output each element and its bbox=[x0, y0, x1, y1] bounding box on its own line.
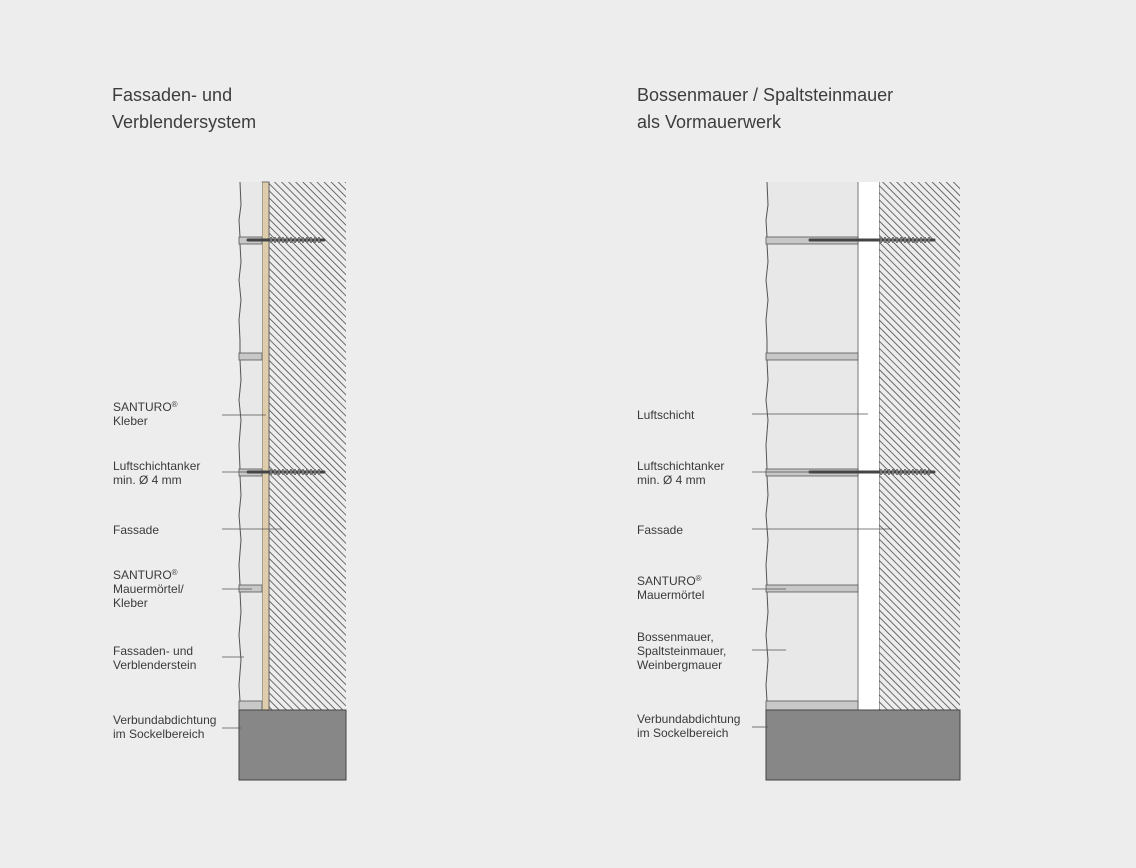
left-masonry-wall bbox=[269, 182, 346, 710]
left-label-moertel-line-3: Kleber bbox=[113, 596, 148, 610]
right-stone-column bbox=[766, 182, 858, 710]
left-base-sockel bbox=[238, 709, 347, 781]
right-mortar-joint bbox=[765, 584, 859, 593]
left-label-anker-line-2: min. Ø 4 mm bbox=[113, 473, 182, 487]
right-label-moertel-line-2: Mauermörtel bbox=[637, 588, 705, 602]
right-wall-section bbox=[752, 181, 961, 781]
right-label-moertel-line-1: SANTURO bbox=[637, 574, 696, 588]
left-label-abdichtung: Verbundabdichtung im Sockelbereich bbox=[113, 713, 216, 741]
right-mortar-joint bbox=[765, 352, 859, 361]
right-label-bossenmauer-line-2: Spaltsteinmauer, bbox=[637, 644, 727, 658]
right-label-anker: Luftschichtanker min. Ø 4 mm bbox=[637, 459, 724, 487]
right-title-line-2: als Vormauerwerk bbox=[637, 112, 782, 132]
left-label-anker: Luftschichtanker min. Ø 4 mm bbox=[113, 459, 200, 487]
registered-mark: ® bbox=[171, 400, 178, 409]
left-adhesive-layer bbox=[261, 181, 270, 711]
right-label-luftschicht: Luftschicht bbox=[637, 408, 694, 422]
right-label-anker-line-2: min. Ø 4 mm bbox=[637, 473, 706, 487]
right-label-fassade-line-1: Fassade bbox=[637, 523, 684, 537]
left-label-abdichtung-line-1: Verbundabdichtung bbox=[113, 713, 217, 727]
right-label-fassade: Fassade bbox=[637, 523, 683, 537]
left-label-kleber-line-2: Kleber bbox=[113, 414, 148, 428]
left-label-kleber-line-1: SANTURO bbox=[113, 400, 172, 414]
left-label-fassade-line-1: Fassade bbox=[113, 523, 160, 537]
left-label-moertel: SANTURO® Mauermörtel/ Kleber bbox=[113, 568, 184, 610]
right-label-abdichtung: Verbundabdichtung im Sockelbereich bbox=[637, 712, 740, 740]
left-label-verblenderstein-line-2: Verblenderstein bbox=[113, 658, 197, 672]
left-label-verblenderstein-line-1: Fassaden- und bbox=[113, 644, 194, 658]
left-label-anker-line-1: Luftschichtanker bbox=[113, 459, 201, 473]
right-mortar-joint bbox=[765, 700, 859, 711]
left-wall-section bbox=[222, 181, 347, 781]
right-air-gap bbox=[858, 182, 879, 710]
left-diagram-title: Fassaden- und Verblendersystem bbox=[112, 82, 256, 136]
left-label-kleber: SANTURO® Kleber bbox=[113, 400, 178, 428]
left-title-line-1: Fassaden- und bbox=[112, 85, 233, 105]
right-label-moertel: SANTURO® Mauermörtel bbox=[637, 574, 704, 602]
right-label-abdichtung-line-1: Verbundabdichtung bbox=[637, 712, 741, 726]
left-label-moertel-line-1: SANTURO bbox=[113, 568, 172, 582]
right-label-luftschicht-line-1: Luftschicht bbox=[637, 408, 695, 422]
left-mortar-joint bbox=[238, 584, 263, 593]
left-title-line-2: Verblendersystem bbox=[112, 112, 257, 132]
right-masonry-wall bbox=[879, 182, 960, 710]
right-label-bossenmauer: Bossenmauer, Spaltsteinmauer, Weinbergma… bbox=[637, 630, 726, 672]
right-label-abdichtung-line-2: im Sockelbereich bbox=[637, 726, 729, 740]
right-base-sockel bbox=[765, 709, 961, 781]
left-label-abdichtung-line-2: im Sockelbereich bbox=[113, 727, 205, 741]
right-label-bossenmauer-line-1: Bossenmauer, bbox=[637, 630, 714, 644]
right-stone-outline bbox=[765, 181, 769, 702]
right-diagram-title: Bossenmauer / Spaltsteinmauer als Vormau… bbox=[637, 82, 893, 136]
left-mortar-joint bbox=[238, 352, 263, 361]
registered-mark: ® bbox=[695, 574, 702, 583]
left-mortar-joint bbox=[238, 700, 263, 711]
left-label-moertel-line-2: Mauermörtel/ bbox=[113, 582, 184, 596]
left-stone-column bbox=[239, 182, 262, 710]
left-stone-outline bbox=[238, 181, 242, 702]
right-label-bossenmauer-line-3: Weinbergmauer bbox=[637, 658, 723, 672]
registered-mark: ® bbox=[171, 568, 178, 577]
right-title-line-1: Bossenmauer / Spaltsteinmauer bbox=[637, 85, 894, 105]
right-label-anker-line-1: Luftschichtanker bbox=[637, 459, 725, 473]
left-label-verblenderstein: Fassaden- und Verblenderstein bbox=[113, 644, 196, 672]
left-label-fassade: Fassade bbox=[113, 523, 159, 537]
